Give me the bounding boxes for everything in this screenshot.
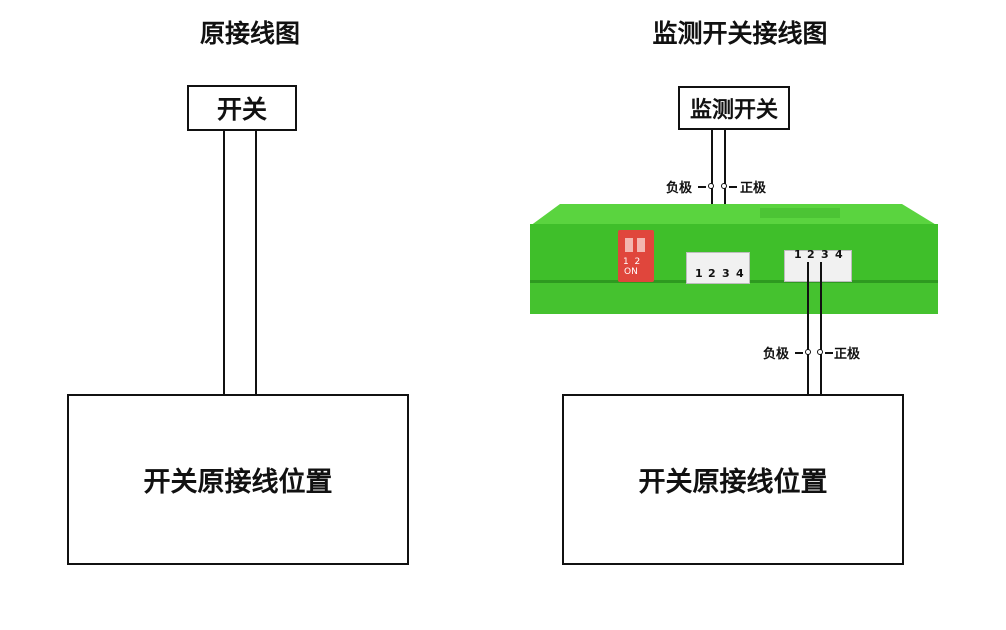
top-positive-label: 正极 — [740, 181, 767, 196]
right-switch-box: 监测开关 — [678, 86, 790, 130]
bottom-negative-label: 负极 — [763, 347, 790, 362]
monitor-device: 1 2 ON 1 2 3 4 1 2 3 4 — [530, 196, 938, 314]
bottom-wire-neg — [807, 262, 809, 395]
left-connector-pin-3: 3 — [722, 267, 730, 280]
dip-switch[interactable]: 1 2 ON — [618, 230, 654, 282]
right-connector-pin-2: 2 — [807, 248, 815, 261]
top-neg-dot — [708, 183, 714, 189]
bottom-neg-dot — [805, 349, 811, 355]
left-4pin-connector[interactable]: 1 2 3 4 — [686, 252, 750, 284]
bottom-neg-dash — [795, 352, 803, 354]
top-pos-dot — [721, 183, 727, 189]
dip-switch-lever-1[interactable] — [625, 238, 633, 252]
right-connector-pin-3: 3 — [821, 248, 829, 261]
bottom-wire-pos — [820, 262, 822, 395]
right-connector-pin-1: 1 — [794, 248, 802, 261]
bottom-positive-label: 正极 — [834, 347, 861, 362]
left-wire-1 — [223, 131, 225, 395]
bottom-pos-dot — [817, 349, 823, 355]
left-wire-2 — [255, 131, 257, 395]
bottom-pos-dash — [825, 352, 833, 354]
top-wire-neg — [711, 130, 713, 258]
left-original-box: 开关原接线位置 — [67, 394, 409, 565]
right-connector-pin-4: 4 — [835, 248, 843, 261]
right-4pin-connector[interactable]: 1 2 3 4 — [784, 248, 852, 282]
left-connector-pin-2: 2 — [708, 267, 716, 280]
top-negative-label: 负极 — [666, 181, 693, 196]
left-original-label: 开关原接线位置 — [143, 467, 333, 498]
dip-switch-numbers: 1 2 — [623, 257, 641, 267]
dip-switch-on-label: ON — [624, 267, 638, 277]
top-wire-pos — [724, 130, 726, 258]
right-original-label: 开关原接线位置 — [638, 467, 828, 498]
top-pos-dash — [729, 186, 737, 188]
right-diagram-title: 监测开关接线图 — [652, 19, 828, 48]
left-connector-pin-1: 1 — [695, 267, 703, 280]
left-switch-label: 开关 — [216, 95, 267, 124]
left-connector-pin-4: 4 — [736, 267, 744, 280]
right-switch-label: 监测开关 — [689, 98, 778, 123]
left-switch-box: 开关 — [187, 85, 297, 131]
left-diagram-title: 原接线图 — [199, 19, 300, 48]
dip-switch-lever-2[interactable] — [637, 238, 645, 252]
top-neg-dash — [698, 186, 706, 188]
right-original-box: 开关原接线位置 — [562, 394, 904, 565]
